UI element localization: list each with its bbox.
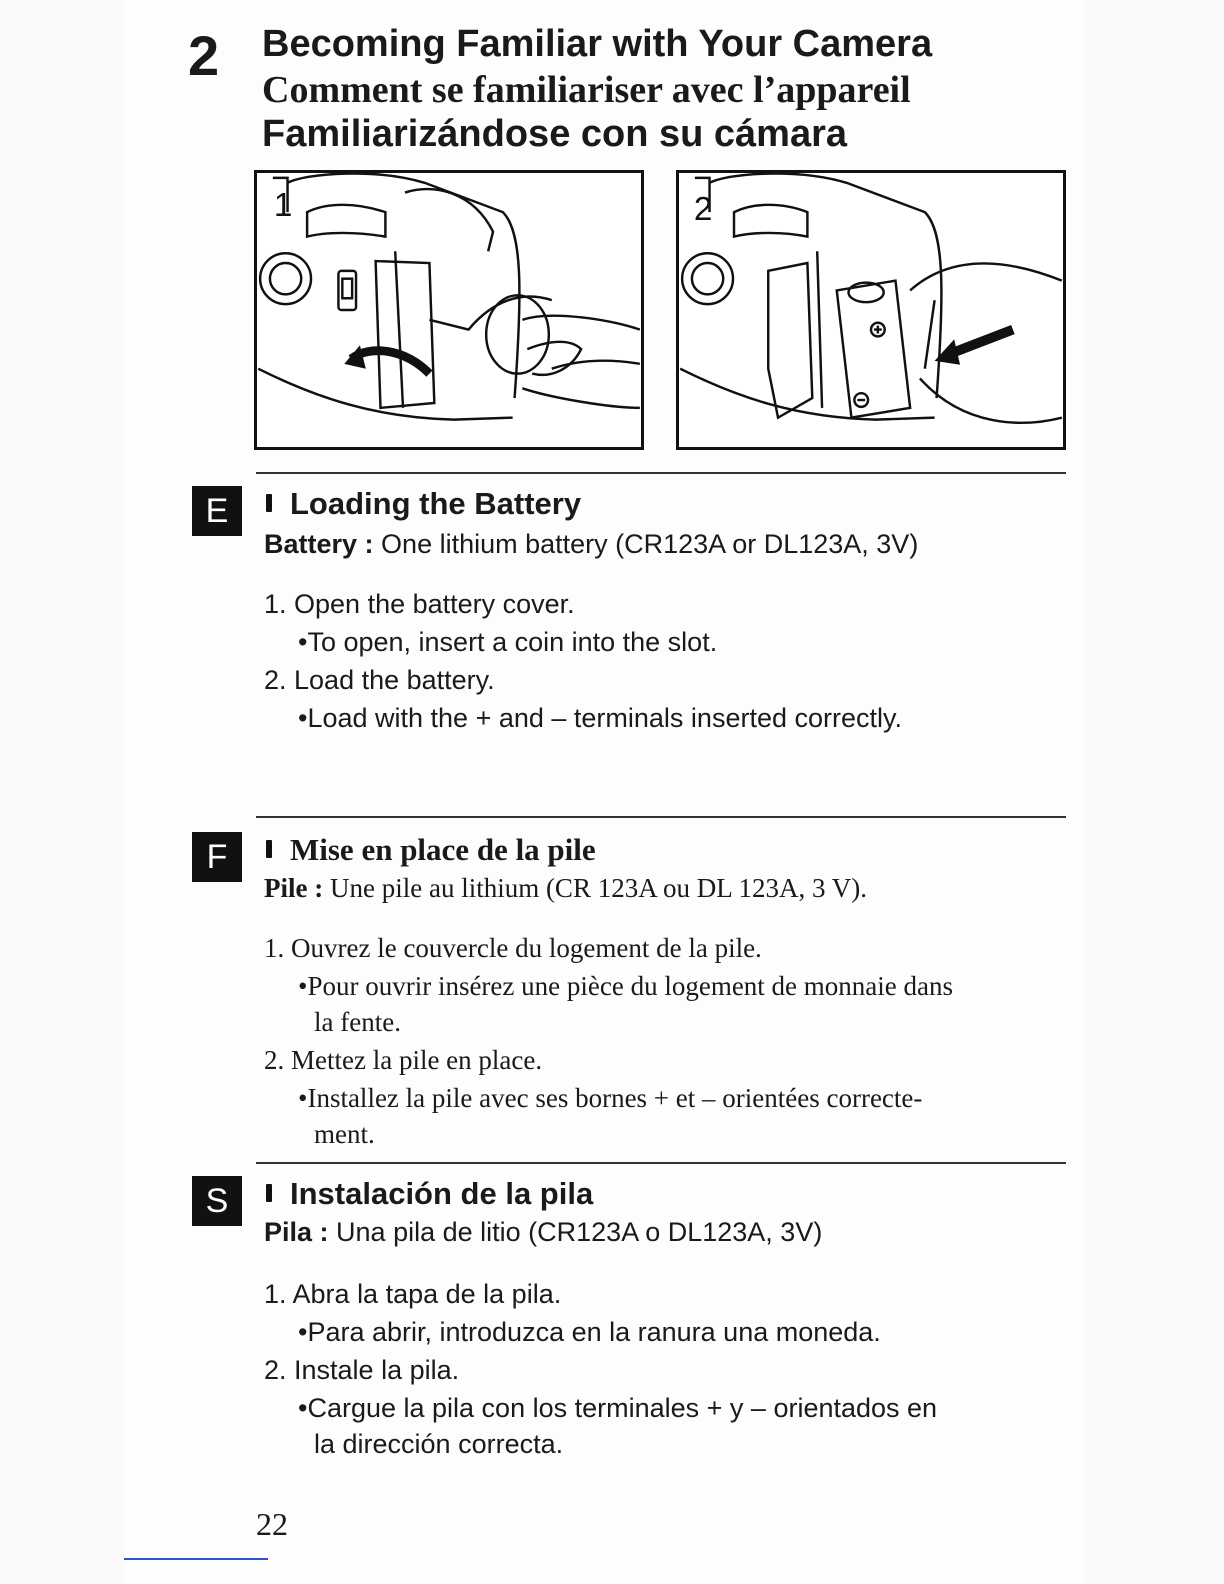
step-line: •Installez la pile avec ses bornes + et …	[298, 1083, 923, 1113]
page-number: 22	[256, 1506, 288, 1542]
step-line: 2. Load the battery.	[264, 665, 495, 695]
spec-spanish: Pila : Una pila de litio (CR123A o DL123…	[264, 1216, 822, 1248]
figure-insert-battery: 2	[676, 170, 1066, 450]
spec-value: Une pile au lithium (CR 123A ou DL 123A,…	[329, 873, 867, 903]
divider-english	[256, 472, 1066, 474]
step-line: •Para abrir, introduzca en la ranura una…	[298, 1317, 881, 1347]
title-english: Becoming Familiar with Your Camera	[262, 23, 933, 65]
step-line: 2. Mettez la pile en place.	[264, 1045, 543, 1075]
spec-french: Pile : Une pile au lithium (CR 123A ou D…	[264, 872, 867, 904]
spec-label: Pile :	[264, 873, 324, 903]
chapter-number: 2	[188, 24, 220, 87]
svg-text:1: 1	[274, 187, 293, 224]
title-spanish: Familiarizándose con su cámara	[262, 113, 848, 155]
svg-text:2: 2	[694, 191, 713, 228]
bullet-icon	[266, 494, 272, 512]
step-line: •Pour ouvrir insérez une pièce du logeme…	[298, 971, 954, 1001]
badge-spanish: S	[192, 1176, 242, 1226]
spec-label: Battery :	[264, 529, 374, 559]
figure-open-cover: 1	[254, 170, 644, 450]
section-title-spanish: Instalación de la pila	[266, 1176, 593, 1212]
step-line: 1. Open the battery cover.	[264, 589, 575, 619]
bullet-icon	[266, 1184, 272, 1202]
section-title-text: Instalación de la pila	[290, 1176, 594, 1211]
spec-value: One lithium battery (CR123A or DL123A, 3…	[381, 529, 919, 559]
divider-french	[256, 816, 1066, 818]
section-title-text: Loading the Battery	[290, 486, 582, 521]
step-line: 1. Ouvrez le couvercle du logement de la…	[264, 933, 762, 963]
spec-english: Battery : One lithium battery (CR123A or…	[264, 528, 918, 560]
divider-spanish	[256, 1162, 1066, 1164]
section-title-french: Mise en place de la pile	[266, 832, 596, 868]
badge-english: E	[192, 486, 242, 536]
step-line: •To open, insert a coin into the slot.	[298, 627, 718, 657]
camera-illustration-2: 2	[679, 173, 1063, 424]
spec-value: Una pila de litio (CR123A o DL123A, 3V)	[336, 1217, 823, 1247]
section-title-english: Loading the Battery	[266, 486, 581, 522]
spec-label: Pila :	[264, 1217, 329, 1247]
step-line: 1. Abra la tapa de la pila.	[264, 1279, 562, 1309]
title-french: Comment se familiariser avec l’appareil	[262, 69, 911, 111]
step-line: la dirección correcta.	[314, 1429, 564, 1459]
footer-underline	[124, 1558, 268, 1560]
step-line: ment.	[314, 1119, 375, 1149]
badge-french: F	[192, 832, 242, 882]
step-line: la fente.	[314, 1007, 401, 1037]
step-line: •Cargue la pila con los terminales + y –…	[298, 1393, 938, 1423]
step-line: •Load with the + and – terminals inserte…	[298, 703, 903, 733]
camera-illustration-1: 1	[257, 173, 641, 421]
step-line: 2. Instale la pila.	[264, 1355, 460, 1385]
section-title-text: Mise en place de la pile	[290, 832, 596, 867]
bullet-icon	[266, 840, 272, 858]
